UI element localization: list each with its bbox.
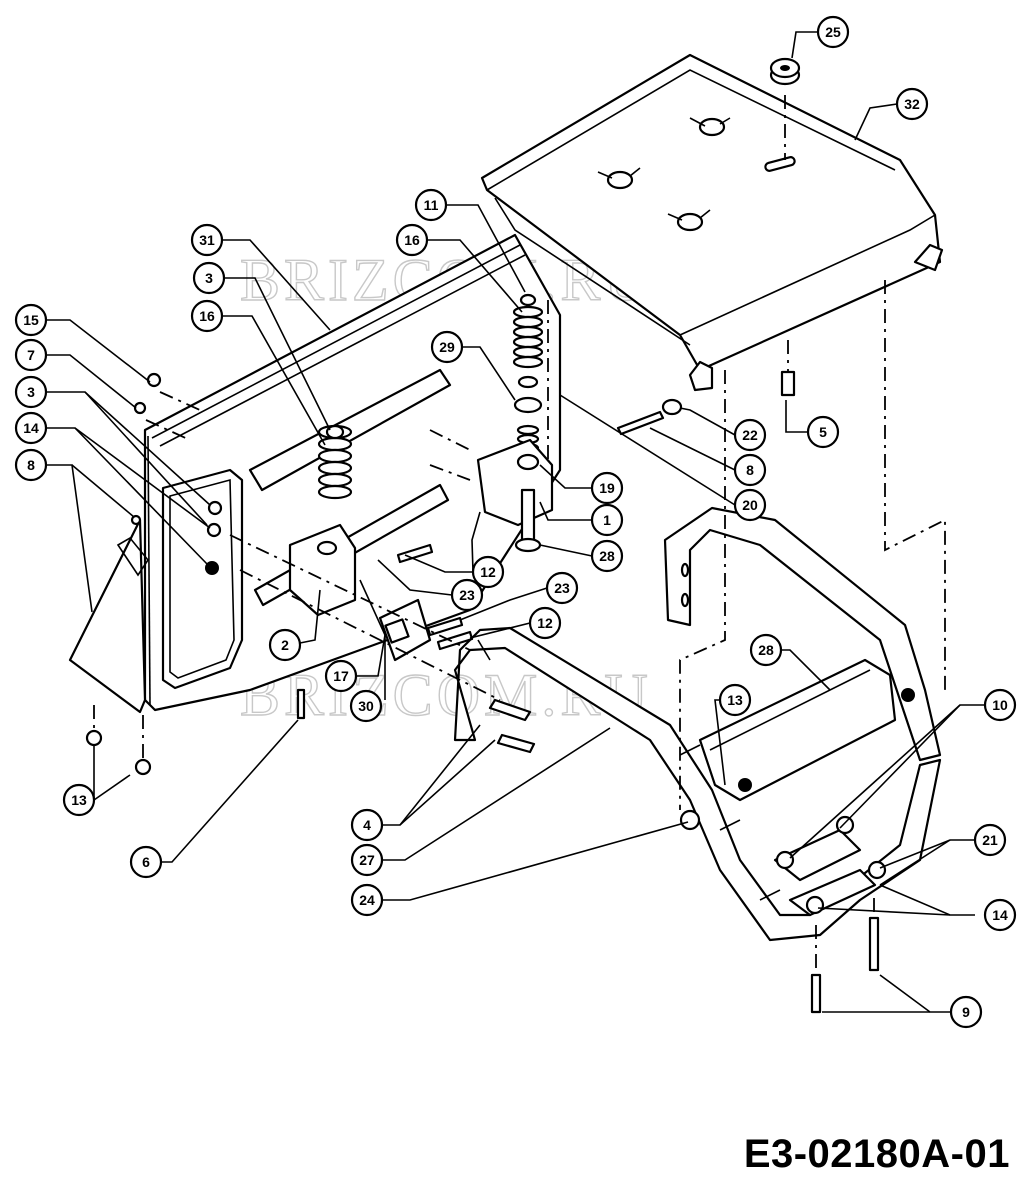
- svg-text:12: 12: [480, 564, 496, 580]
- callout-26: 28: [749, 633, 783, 667]
- svg-text:27: 27: [359, 852, 375, 868]
- callout-3: 3: [192, 261, 226, 295]
- top-cover: [480, 53, 944, 392]
- svg-text:3: 3: [205, 270, 213, 286]
- callout-3: 3: [14, 375, 48, 409]
- svg-text:32: 32: [904, 96, 920, 112]
- callout-19: 19: [590, 471, 624, 505]
- svg-text:3: 3: [27, 384, 35, 400]
- svg-text:19: 19: [599, 480, 615, 496]
- callout-8: 8: [14, 448, 48, 482]
- drawing-code: E3-02180A-01: [743, 1132, 1010, 1176]
- callout-20: 20: [733, 488, 767, 522]
- svg-text:2: 2: [281, 637, 289, 653]
- callout-12: 12: [471, 555, 505, 589]
- callout-7: 7: [14, 338, 48, 372]
- callout-21: 21: [973, 823, 1007, 857]
- svg-text:7: 7: [27, 347, 35, 363]
- svg-text:24: 24: [359, 892, 375, 908]
- callout-23: 23: [450, 578, 484, 612]
- callout-30: 30: [349, 689, 383, 723]
- hex-nut: [85, 372, 915, 915]
- knob: [769, 57, 801, 86]
- callout-10: 10: [983, 688, 1017, 722]
- callout-16: 16: [395, 223, 429, 257]
- svg-text:15: 15: [23, 312, 39, 328]
- pin-bolt: [514, 488, 542, 553]
- callout-16: 16: [190, 299, 224, 333]
- svg-text:14: 14: [23, 420, 39, 436]
- callout-22: 22: [733, 418, 767, 452]
- wing-nut: [597, 117, 731, 232]
- callout-12: 12: [528, 606, 562, 640]
- svg-text:31: 31: [199, 232, 215, 248]
- svg-text:23: 23: [459, 587, 475, 603]
- svg-text:5: 5: [819, 424, 827, 440]
- callout-23: 23: [545, 571, 579, 605]
- callout-11: 11: [414, 188, 448, 222]
- svg-text:16: 16: [199, 308, 215, 324]
- svg-text:6: 6: [142, 854, 150, 870]
- bumper-tube: [453, 506, 942, 942]
- svg-text:9: 9: [962, 1004, 970, 1020]
- callout-13: 13: [718, 683, 752, 717]
- assembly-line: [93, 95, 946, 975]
- svg-text:8: 8: [746, 462, 754, 478]
- callout-14: 14: [14, 411, 48, 445]
- callout-13: 13: [62, 783, 96, 817]
- svg-text:30: 30: [358, 698, 374, 714]
- leader-lines: [46, 31, 985, 1013]
- svg-text:10: 10: [992, 697, 1008, 713]
- callout-2: 2: [268, 628, 302, 662]
- callout-4: 4: [350, 808, 384, 842]
- callout-31: 31: [190, 223, 224, 257]
- callout-28: 28: [590, 539, 624, 573]
- callout-5: 5: [806, 415, 840, 449]
- callout-17: 17: [324, 659, 358, 693]
- svg-text:12: 12: [537, 615, 553, 631]
- callout-29: 29: [430, 330, 464, 364]
- callout-25: 25: [816, 15, 850, 49]
- svg-text:29: 29: [439, 339, 455, 355]
- svg-text:4: 4: [363, 817, 371, 833]
- svg-text:21: 21: [982, 832, 998, 848]
- svg-text:8: 8: [27, 457, 35, 473]
- callout-1: 1: [590, 503, 624, 537]
- callout-15: 15: [14, 303, 48, 337]
- callout-8: 8: [733, 453, 767, 487]
- svg-text:17: 17: [333, 668, 349, 684]
- callout-24: 24: [350, 883, 384, 917]
- svg-text:25: 25: [825, 24, 841, 40]
- callout-9: 9: [949, 995, 983, 1029]
- callout-32: 32: [895, 87, 929, 121]
- svg-text:1: 1: [603, 512, 611, 528]
- callout-27: 27: [350, 843, 384, 877]
- svg-text:22: 22: [742, 427, 758, 443]
- svg-text:13: 13: [727, 692, 743, 708]
- svg-text:14: 14: [992, 907, 1008, 923]
- svg-text:28: 28: [758, 642, 774, 658]
- svg-text:16: 16: [404, 232, 420, 248]
- svg-text:13: 13: [71, 792, 87, 808]
- svg-text:20: 20: [742, 497, 758, 513]
- callout-14: 14: [983, 898, 1017, 932]
- svg-text:11: 11: [424, 197, 439, 213]
- callout-6: 6: [129, 845, 163, 879]
- svg-text:28: 28: [599, 548, 615, 564]
- svg-text:23: 23: [554, 580, 570, 596]
